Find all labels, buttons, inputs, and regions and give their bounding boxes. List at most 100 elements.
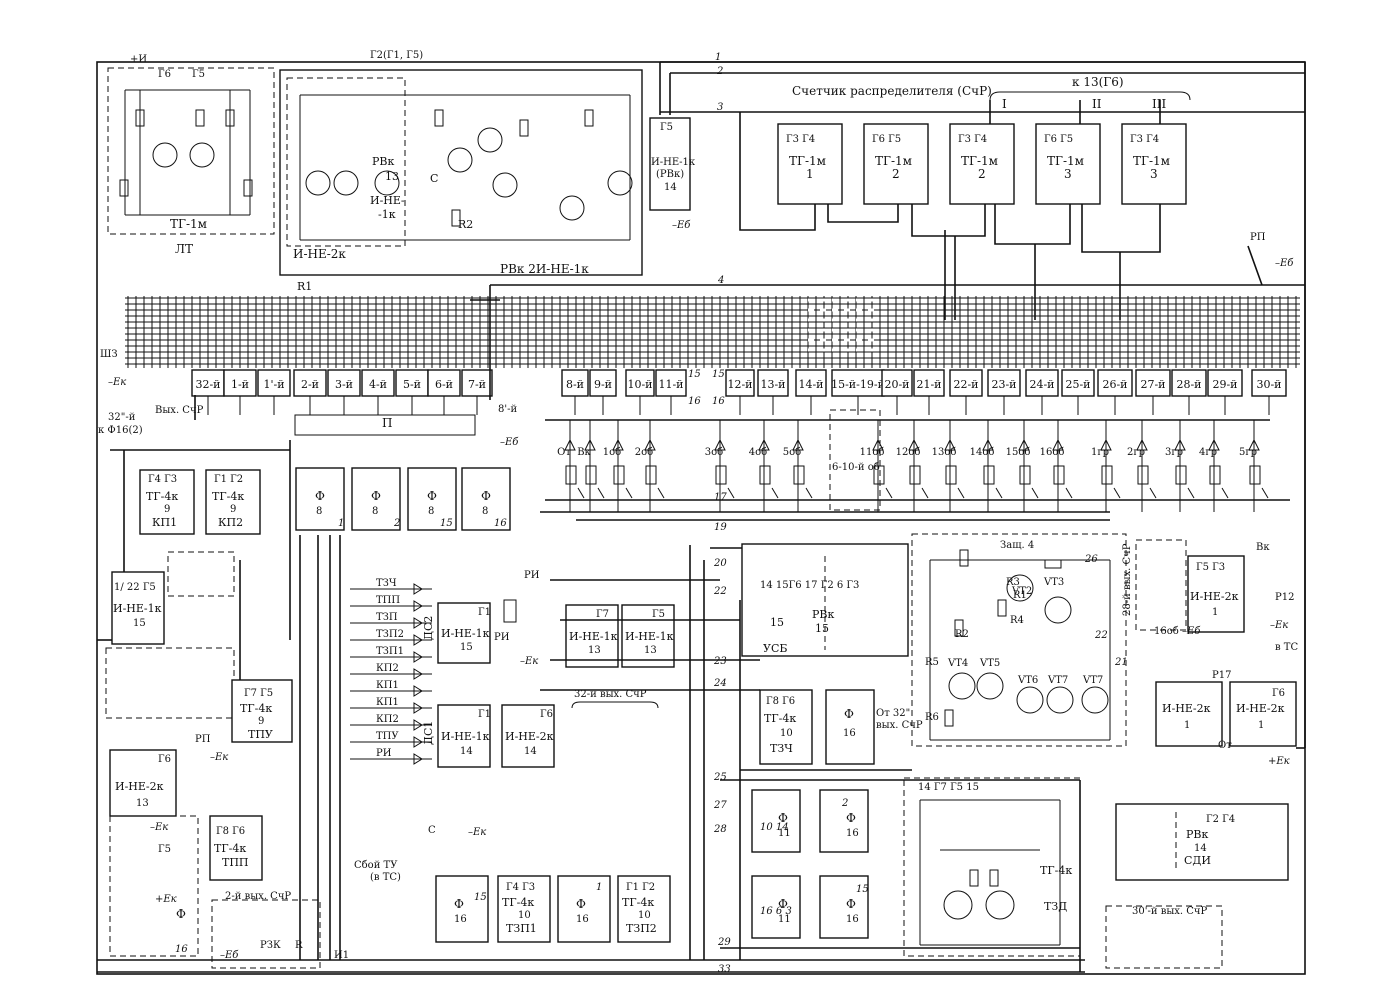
svg-text:10: 10 <box>518 910 531 921</box>
svg-text:13: 13 <box>588 645 601 656</box>
svg-text:2-й вых. СчР: 2-й вых. СчР <box>225 891 291 902</box>
dashed-region <box>829 409 881 511</box>
svg-text:16: 16 <box>576 914 589 925</box>
bus-number: 4 <box>717 275 724 286</box>
svg-text:ТГ-4к: ТГ-4к <box>502 896 534 909</box>
ine13-pair: Г7 И-НЕ-1к 13 Г5 И-НЕ-1к 13 <box>565 604 675 668</box>
svg-text:23: 23 <box>713 656 727 667</box>
svg-text:Г6: Г6 <box>158 754 171 765</box>
svg-text:–Еб: –Еб <box>1182 626 1201 637</box>
svg-text:Р17: Р17 <box>1212 670 1231 681</box>
svg-text:Г2(Г1, Г5): Г2(Г1, Г5) <box>370 50 423 61</box>
svg-text:R2: R2 <box>955 629 969 640</box>
svg-text:-1к: -1к <box>378 208 396 221</box>
svg-text:12-й: 12-й <box>727 378 752 391</box>
dc2-block: Г1 И-НЕ-1к 15 ДС2 <box>422 602 491 664</box>
top-buses: 1 2 3 4 <box>490 52 1305 286</box>
svg-text:ТЗП1: ТЗП1 <box>376 646 404 657</box>
svg-text:1: 1 <box>596 882 602 893</box>
ine-rvk14-block: Г5 И-НЕ-1к (РВк) 14 –Eб <box>649 117 696 231</box>
relay-item: 5гр <box>1239 420 1269 512</box>
svg-text:Г5: Г5 <box>660 122 673 133</box>
svg-text:И-НЕ-1к: И-НЕ-1к <box>625 630 674 643</box>
svg-text:Г3 Г4: Г3 Г4 <box>1130 134 1159 145</box>
svg-text:R3: R3 <box>1006 577 1020 588</box>
usb-block: 14 15Г6 17 Г2 6 Г3 РВк 15 15 УСБ <box>741 543 909 657</box>
svg-text:28-й вых. СчР: 28-й вых. СчР <box>1122 543 1133 616</box>
svg-text:VT3: VT3 <box>1043 577 1064 588</box>
output-I: I <box>1002 97 1007 111</box>
svg-text:Сбой ТУ: Сбой ТУ <box>354 860 398 871</box>
output-II: II <box>1092 97 1102 111</box>
svg-text:И-НЕ-1к: И-НЕ-1к <box>113 602 162 615</box>
svg-text:РИ: РИ <box>376 748 392 759</box>
svg-text:И-НЕ-2к: И-НЕ-2к <box>115 780 164 793</box>
sboi-group: Сбой ТУ (в ТС) C –Ек <box>354 825 486 883</box>
svg-text:22: 22 <box>713 586 727 597</box>
svg-text:3: 3 <box>1150 167 1158 181</box>
svg-text:C: C <box>430 172 438 185</box>
svg-text:Ф: Ф <box>778 897 788 911</box>
f8-blocks: Ф 8 1 Ф 8 2 Ф 8 15 Ф 8 16 <box>295 467 511 531</box>
svg-text:24: 24 <box>713 678 727 689</box>
f11-group: Ф 11 10 14 Ф 16 2 Ф 11 16 6 3 Ф 16 15 <box>751 789 869 939</box>
svg-text:28: 28 <box>713 824 727 835</box>
dc-input: ТПП <box>350 595 432 612</box>
dc-input: ТЗП2 <box>350 629 432 646</box>
svg-text:Ф: Ф <box>427 489 437 503</box>
svg-text:14: 14 <box>460 746 473 757</box>
register-cell: 23-й <box>987 369 1021 415</box>
svg-text:+Ек: +Ек <box>155 894 177 905</box>
register-cell: 10-й <box>625 369 655 415</box>
svg-text:VT6: VT6 <box>1017 675 1038 686</box>
svg-text:Р12: Р12 <box>1275 592 1294 603</box>
svg-text:22-й: 22-й <box>953 378 978 391</box>
svg-text:15: 15 <box>688 369 701 380</box>
svg-text:16: 16 <box>846 914 859 925</box>
svg-text:32-й: 32-й <box>195 378 220 391</box>
svg-text:27: 27 <box>713 800 727 811</box>
svg-text:Г8 Г6: Г8 Г6 <box>216 826 245 837</box>
relay-item: 11об <box>860 420 893 512</box>
svg-text:ТЗП2: ТЗП2 <box>376 629 404 640</box>
svg-text:ТЗЧ: ТЗЧ <box>770 742 793 755</box>
svg-text:Г5 Г3: Г5 Г3 <box>1196 562 1225 573</box>
register-cell: 26-й <box>1097 369 1133 415</box>
svg-text:14: 14 <box>664 182 677 193</box>
svg-text:R1: R1 <box>1013 590 1027 601</box>
svg-text:Г6 Г5: Г6 Г5 <box>1044 134 1073 145</box>
svg-text:5гр: 5гр <box>1239 447 1257 458</box>
svg-text:VT4: VT4 <box>947 658 968 669</box>
relay-item: 4об <box>749 420 779 512</box>
svg-text:СДИ: СДИ <box>1184 854 1211 867</box>
svg-text:15: 15 <box>133 618 146 629</box>
svg-text:19: 19 <box>714 522 727 533</box>
counter-output-label: к 13(Г6) <box>1072 75 1124 89</box>
register-cell: 24-й <box>1025 369 1059 415</box>
relay-item: 16об <box>1040 420 1073 512</box>
svg-text:Защ. 4: Защ. 4 <box>1000 540 1034 551</box>
svg-text:13: 13 <box>136 798 149 809</box>
svg-text:РИ: РИ <box>524 570 540 581</box>
svg-text:16: 16 <box>494 518 507 529</box>
svg-text:ТГ-1м: ТГ-1м <box>961 154 998 168</box>
dc-input: КП1 <box>350 697 432 714</box>
out32-label: 32-й вых. СчР <box>574 689 647 700</box>
dc-input: РИ <box>350 748 432 765</box>
register-cell: 2-й <box>293 369 327 415</box>
svg-text:ТЗД: ТЗД <box>1044 900 1067 913</box>
svg-text:R5: R5 <box>925 657 939 668</box>
svg-text:ТГ-4к: ТГ-4к <box>146 490 178 503</box>
register-cell: 15-й-19-й <box>831 369 885 415</box>
svg-text:2: 2 <box>841 798 848 809</box>
svg-text:16об: 16об <box>1040 447 1065 458</box>
svg-text:И-НЕ-1к: И-НЕ-1к <box>441 730 490 743</box>
svg-text:16 6 3: 16 6 3 <box>760 906 792 917</box>
register-cell: 32-й <box>191 369 225 415</box>
svg-text:30'-й вых. СчР: 30'-й вых. СчР <box>1132 906 1208 917</box>
left-f16: Г5 –Ек +Ек Ф 16 <box>109 815 199 957</box>
svg-text:ТГ-4к: ТГ-4к <box>764 712 796 725</box>
svg-text:РВк: РВк <box>1186 828 1208 841</box>
